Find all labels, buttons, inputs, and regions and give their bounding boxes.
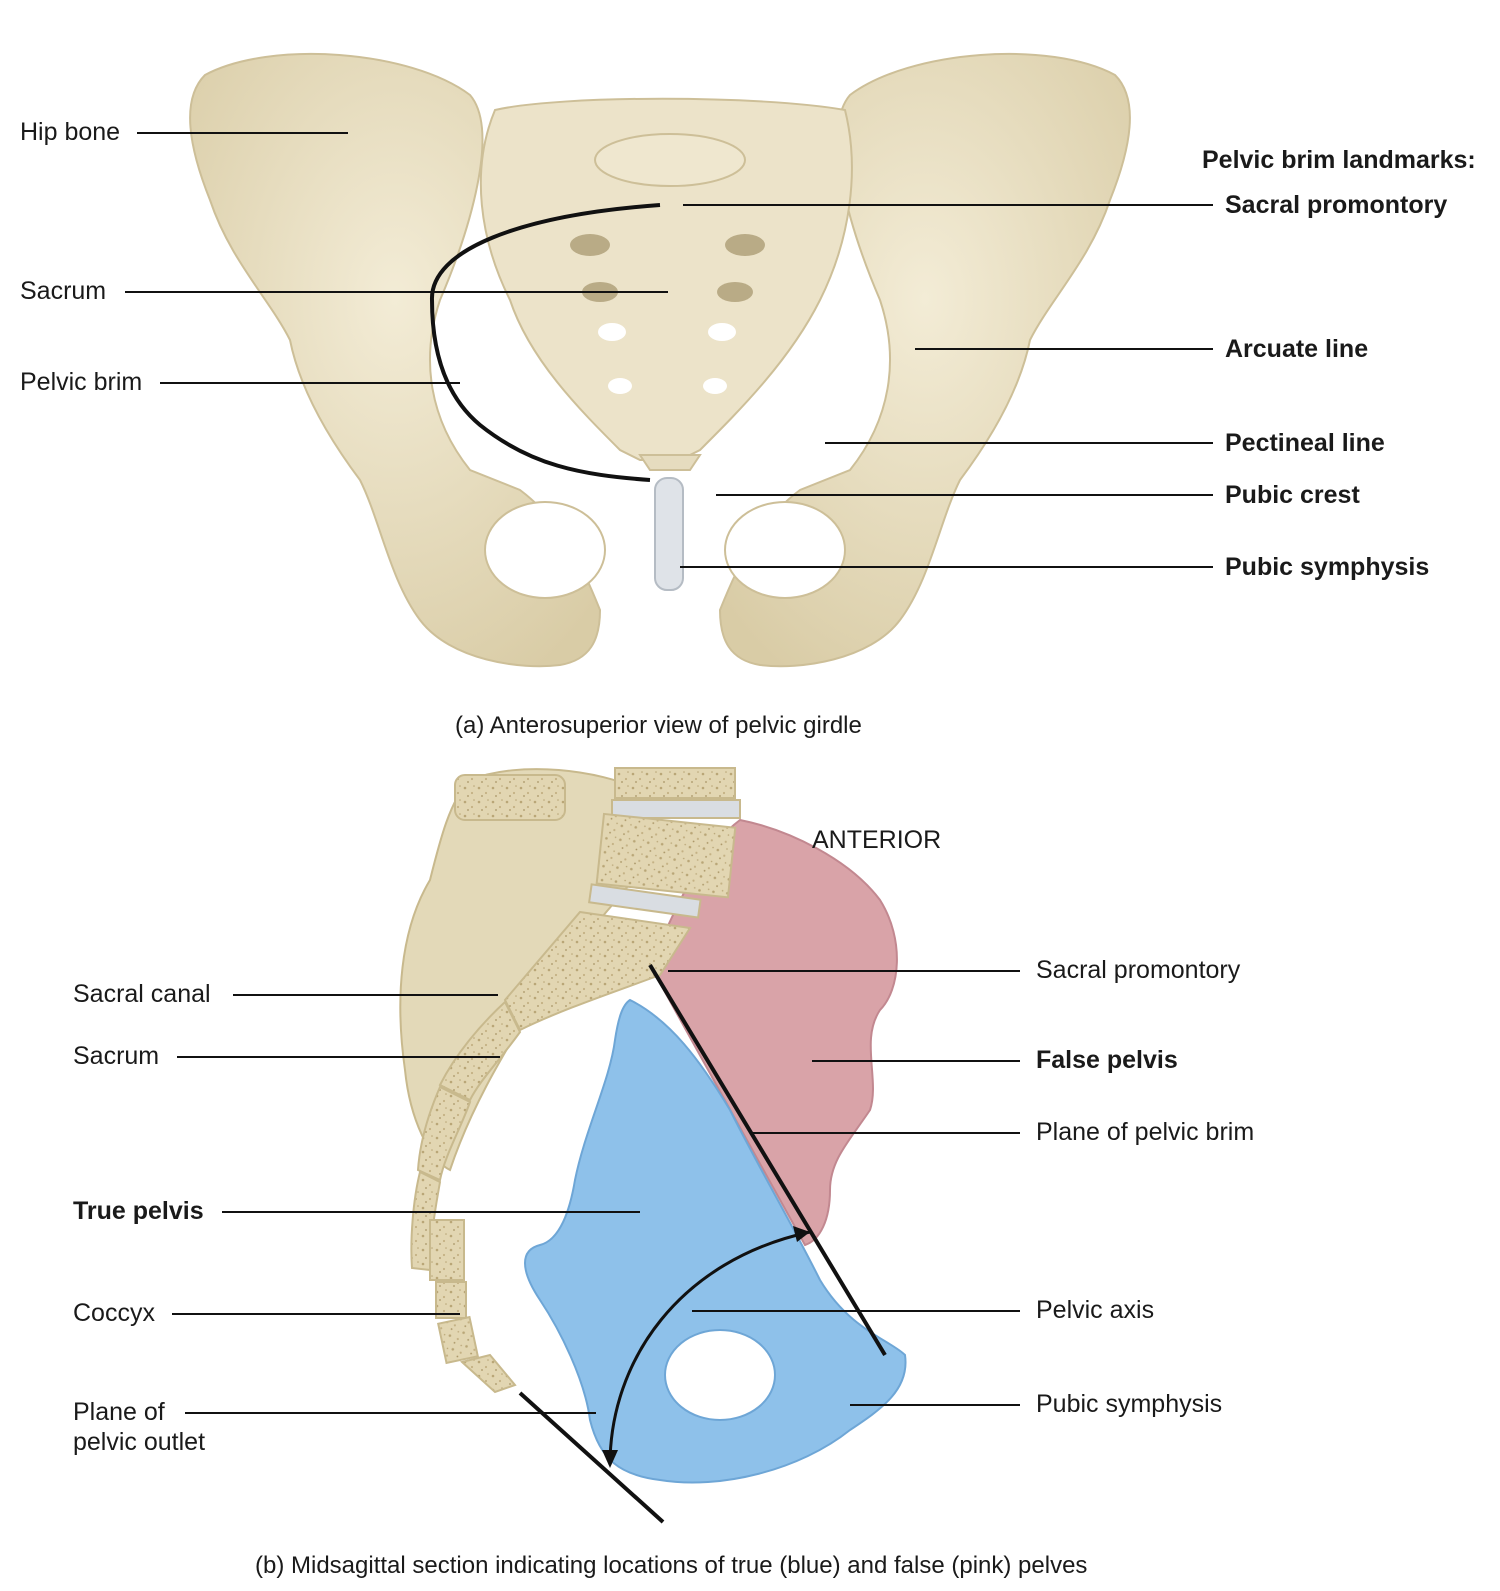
label-sacral-promontory-b: Sacral promontory [1036, 956, 1241, 984]
caption-b: (b) Midsagittal section indicating locat… [255, 1552, 1088, 1579]
pelvic-axis-arrowhead-bottom [602, 1450, 618, 1468]
anterior-orientation-label: ANTERIOR [812, 826, 942, 854]
label-plane-of-pelvic-brim: Plane of pelvic brim [1036, 1118, 1255, 1146]
left-obturator-foramen [484, 501, 606, 599]
left-hip-bone [189, 52, 602, 668]
pelvic-axis-arrowhead-top [793, 1226, 810, 1242]
label-pubic-crest: Pubic crest [1225, 481, 1360, 509]
label-sacral-canal: Sacral canal [73, 980, 211, 1008]
label-arcuate-line: Arcuate line [1225, 335, 1369, 363]
label-plane-outlet-line2: pelvic outlet [73, 1428, 206, 1456]
label-sacrum-a: Sacrum [20, 277, 107, 305]
label-hip-bone: Hip bone [20, 118, 121, 146]
lumbar-vertebra [594, 133, 746, 187]
pelvic-brim-line [429, 203, 661, 482]
pelvic-girdle-anterior [189, 52, 1131, 668]
label-coccyx: Coccyx [73, 1299, 155, 1327]
leader-lines-b [172, 970, 1020, 1414]
label-false-pelvis: False pelvis [1036, 1046, 1178, 1074]
coccyx-a [638, 454, 702, 471]
leader-lines-a [125, 132, 1213, 568]
label-pelvic-brim: Pelvic brim [20, 368, 143, 396]
vertebral-segments [410, 767, 741, 1394]
pelvic-axis-arc [608, 1230, 811, 1466]
label-pectineal-line: Pectineal line [1225, 429, 1385, 457]
sacrum-bone [479, 97, 853, 461]
plane-of-pelvic-outlet-line [518, 1391, 665, 1524]
label-sacrum-b: Sacrum [73, 1042, 160, 1070]
right-obturator-foramen [724, 501, 846, 599]
plane-of-pelvic-brim-line [648, 963, 887, 1357]
label-pubic-symphysis-a: Pubic symphysis [1225, 553, 1430, 581]
label-true-pelvis: True pelvis [73, 1197, 204, 1225]
pelvic-brim-landmarks-heading: Pelvic brim landmarks: [1202, 146, 1476, 174]
pelvis-midsagittal [399, 767, 907, 1524]
true-pelvis-region [524, 998, 907, 1484]
label-sacral-promontory-a: Sacral promontory [1225, 191, 1448, 219]
label-pubic-symphysis-b: Pubic symphysis [1036, 1390, 1223, 1418]
pubic-symphysis-disc [654, 477, 684, 591]
caption-a: (a) Anterosuperior view of pelvic girdle [455, 712, 862, 739]
label-plane-outlet-line1: Plane of [73, 1398, 165, 1426]
obturator-foramen-b [664, 1329, 776, 1421]
label-pelvic-axis: Pelvic axis [1036, 1296, 1155, 1324]
